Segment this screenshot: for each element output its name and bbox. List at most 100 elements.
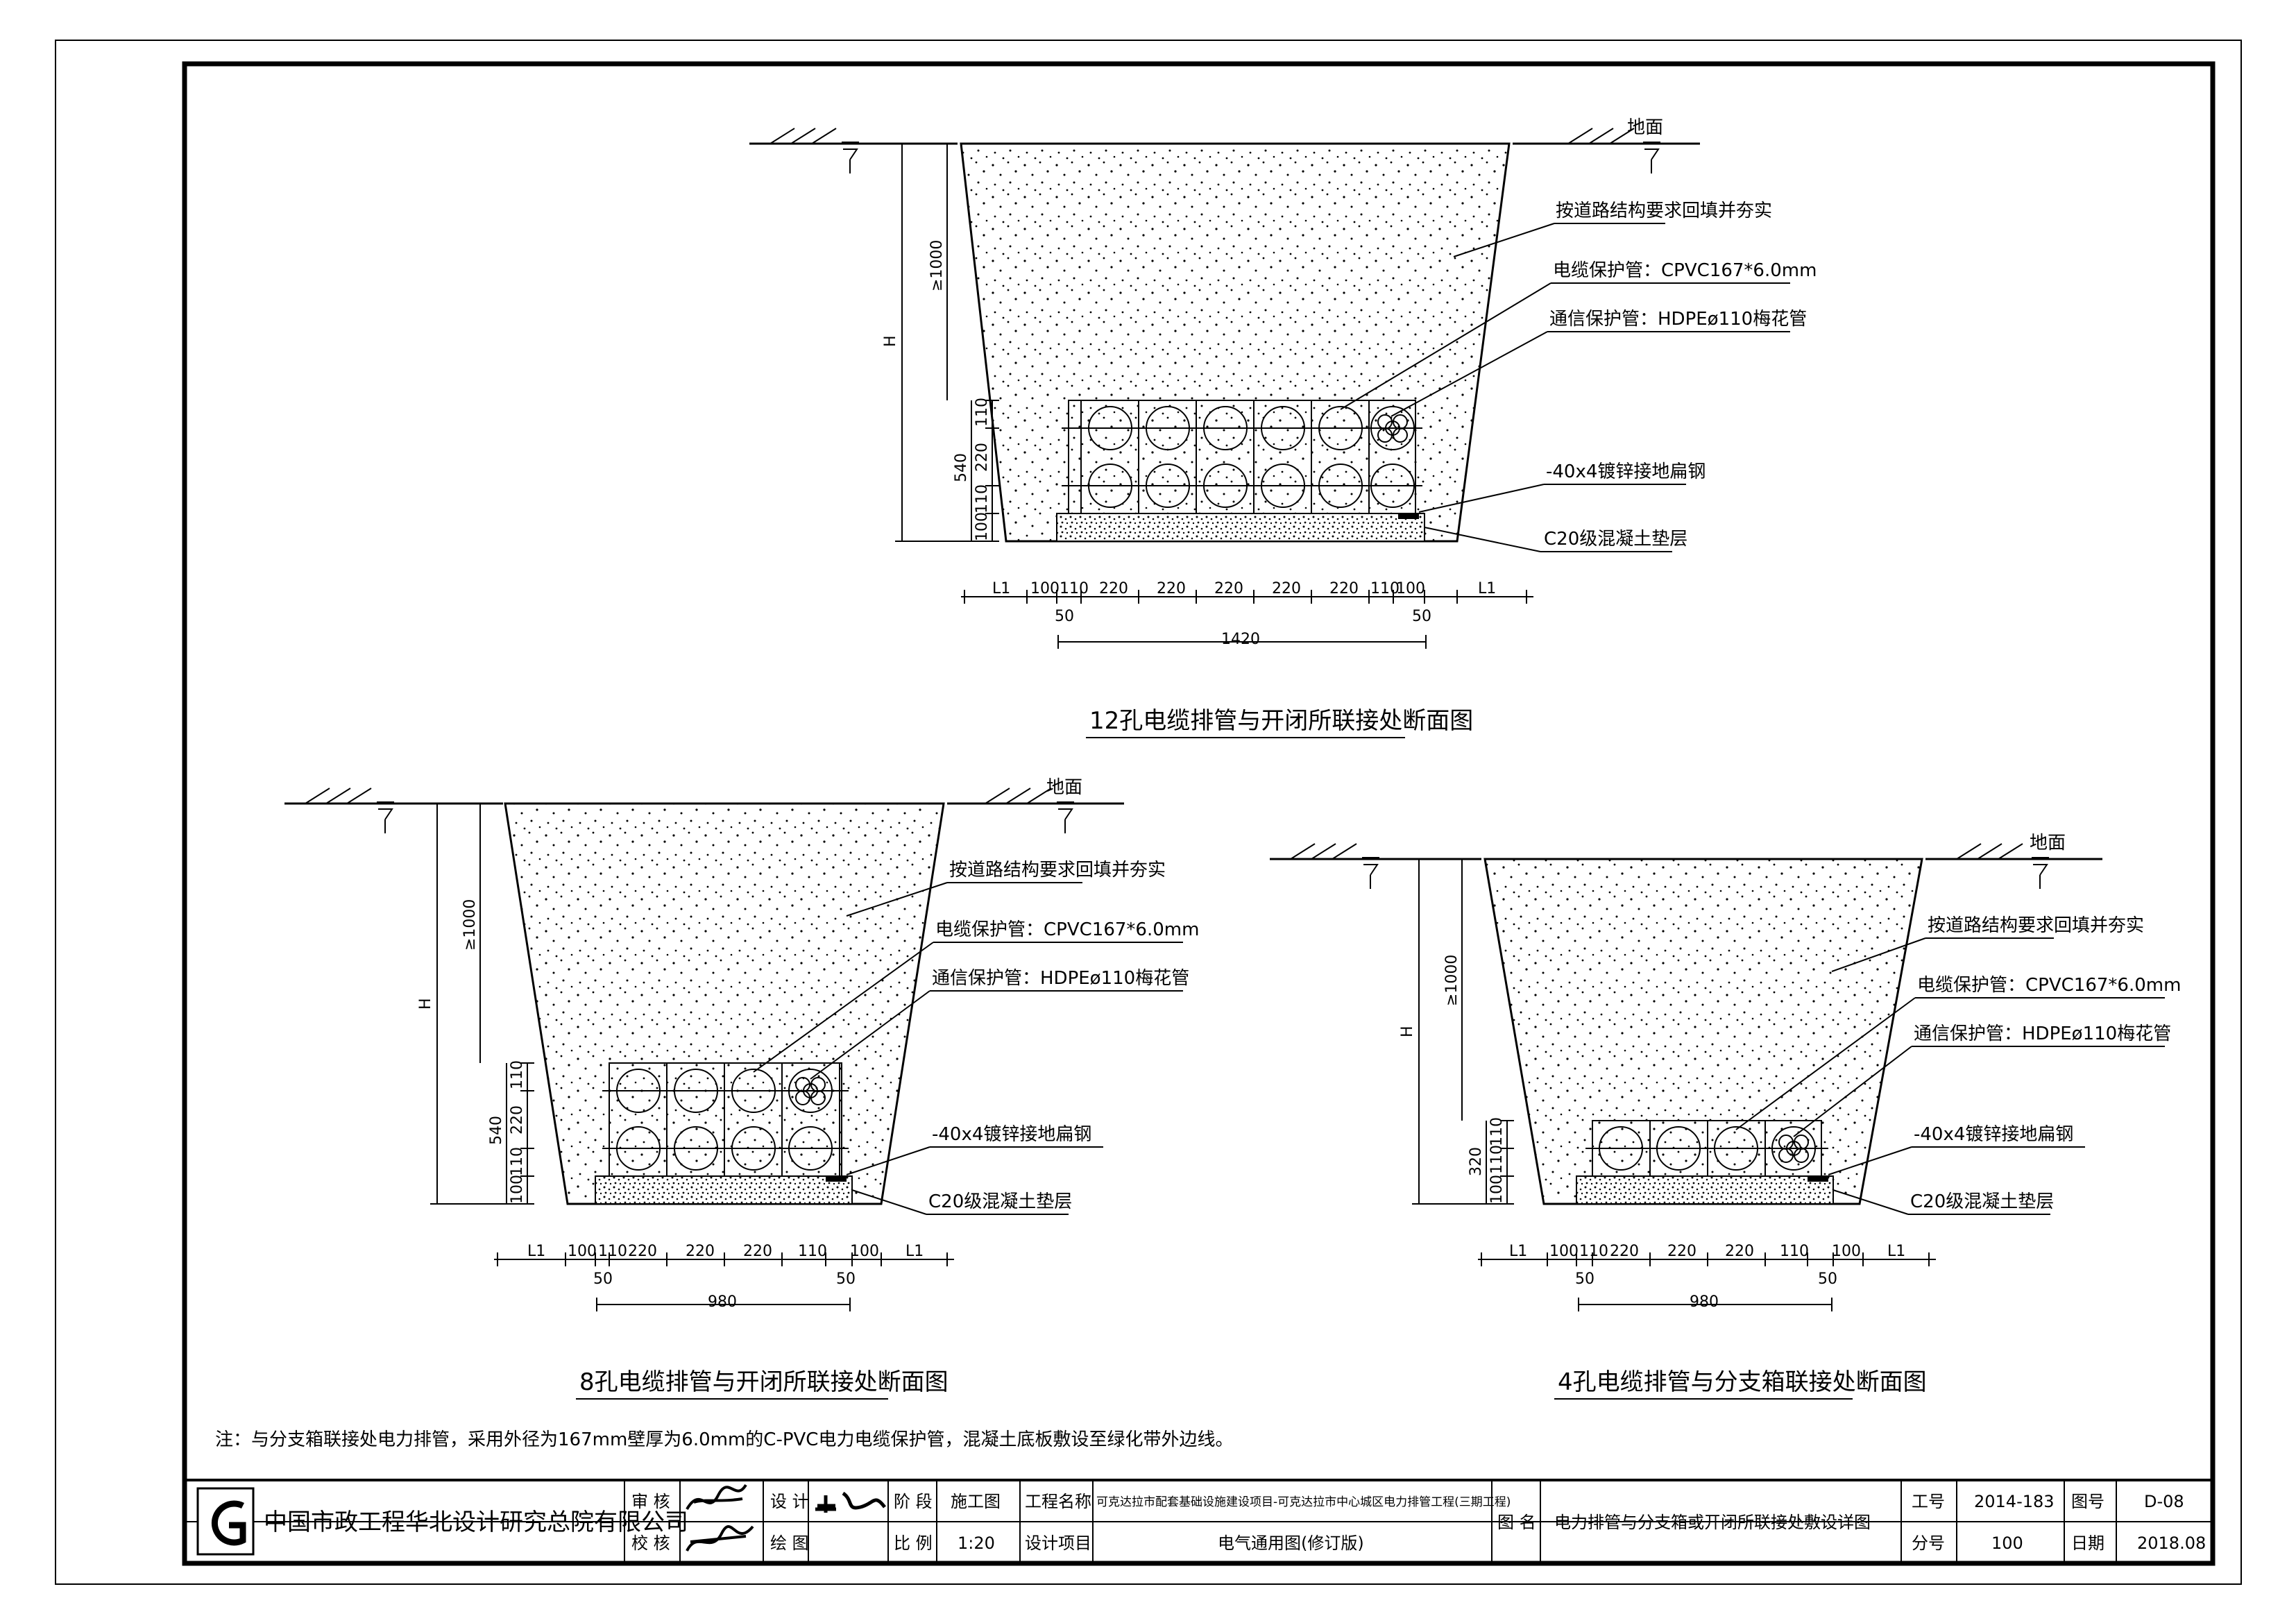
cushion-label: C20级混凝土垫层 <box>1910 1191 2054 1212</box>
pipe-grid <box>1062 400 1422 513</box>
power-pipe-label: 电缆保护管：CPVC167*6.0mm <box>1917 975 2181 996</box>
dim-v-110b: 110 <box>1488 1145 1506 1174</box>
ground-label: 地面 <box>1627 117 1663 138</box>
power-pipe-label: 电缆保护管：CPVC167*6.0mm <box>935 919 1199 940</box>
concrete-cushion <box>595 1175 853 1205</box>
drawing-no-label: 图号 <box>2071 1492 2104 1511</box>
signature-review <box>686 1484 747 1511</box>
flat-steel <box>1398 513 1419 519</box>
comm-pipe-icon <box>1370 406 1415 450</box>
drawing-no-value: D-08 <box>2144 1492 2184 1511</box>
hdim-50-right: 50 <box>1412 608 1431 625</box>
ground-hatch-icon <box>305 788 1074 833</box>
concrete-cushion <box>1576 1175 1834 1205</box>
dim-v-100: 100 <box>509 1175 526 1204</box>
dim-v-100: 100 <box>973 512 991 541</box>
hdim-total: 1420 <box>1221 631 1260 648</box>
hdim-50-right: 50 <box>1818 1271 1837 1288</box>
draw-label: 绘 图 <box>770 1533 809 1553</box>
hdim-220: 220 <box>1725 1243 1754 1260</box>
signature-design <box>815 1491 886 1513</box>
project-name-label: 工程名称 <box>1025 1492 1091 1511</box>
hdim-L1-right: L1 <box>905 1243 924 1260</box>
trench-backfill <box>504 802 945 1205</box>
flat-steel-label: -40x4镀锌接地扁钢 <box>932 1124 1091 1145</box>
cushion-label: C20级混凝土垫层 <box>928 1191 1072 1212</box>
job-no-value: 2014-183 <box>1974 1492 2055 1511</box>
hdim-total: 980 <box>708 1293 737 1311</box>
pipe-grid <box>602 1063 849 1176</box>
hdim-50-left: 50 <box>593 1271 613 1288</box>
h-dim-ticks <box>1481 1252 1930 1311</box>
title-block <box>185 1479 2213 1563</box>
h-dim-ticks <box>964 590 1527 649</box>
dim-1000: ≥1000 <box>928 240 946 291</box>
company-name: 中国市政工程华北设计研究总院有限公司 <box>264 1509 688 1536</box>
hdim-110: 110 <box>598 1243 627 1260</box>
flat-steel-label: -40x4镀锌接地扁钢 <box>1546 461 1706 482</box>
hdim-50-left: 50 <box>1575 1271 1595 1288</box>
hdim-L1-right: L1 <box>1887 1243 1905 1260</box>
section-4-hole: 地面 按道路结构要求回填并夯实 电缆保护管：CPVC167*6.0mm 通 <box>1270 833 2181 1400</box>
backfill-note: 按道路结构要求回填并夯实 <box>949 860 1166 881</box>
dim-v-110a: 110 <box>973 398 991 427</box>
section-12-hole: 地面 <box>749 117 1817 738</box>
company-logo-icon <box>196 1487 255 1556</box>
comm-pipe-label: 通信保护管：HDPEø110梅花管 <box>1914 1023 2171 1044</box>
project-name-value: 可克达拉市配套基础设施建设项目-可克达拉市中心城区电力排管工程(三期工程) <box>1096 1495 1511 1509</box>
hdim-L1-left: L1 <box>1509 1243 1527 1260</box>
stage-label: 阶 段 <box>894 1492 933 1511</box>
dim-v-220: 220 <box>509 1105 526 1135</box>
flat-steel-label: -40x4镀锌接地扁钢 <box>1914 1124 2073 1145</box>
hdim-50-left: 50 <box>1055 608 1074 625</box>
drawing-name-label: 图 名 <box>1497 1513 1536 1532</box>
section-8-hole: 地面 按道路结构要求回填并夯实 电缆保护管：CPVC1 <box>284 777 1199 1400</box>
hdim-220: 220 <box>743 1243 772 1260</box>
section-title: 12孔电缆排管与开闭所联接处断面图 <box>1089 707 1473 735</box>
hdim-100: 100 <box>568 1243 597 1260</box>
hdim-100: 100 <box>850 1243 879 1260</box>
drawing-name-value: 电力排管与分支箱或开闭所联接处敷设详图 <box>1554 1513 1871 1532</box>
hdim-110: 110 <box>1579 1243 1608 1260</box>
hdim-100: 100 <box>1549 1243 1579 1260</box>
dim-540: 540 <box>488 1116 505 1145</box>
hdim-110: 110 <box>1060 580 1089 597</box>
hdim-L1-left: L1 <box>527 1243 545 1260</box>
dim-v-110b: 110 <box>509 1147 526 1176</box>
hdim-220: 220 <box>686 1243 715 1260</box>
hdim-220: 220 <box>1157 580 1186 597</box>
comm-pipe-icon <box>788 1069 833 1113</box>
design-label: 设 计 <box>770 1492 809 1511</box>
power-pipe <box>1088 406 1415 508</box>
concrete-cushion <box>1056 513 1425 542</box>
power-pipe <box>616 1069 833 1171</box>
hdim-110: 110 <box>1370 580 1400 597</box>
hdim-100: 100 <box>1030 580 1060 597</box>
dim-320: 320 <box>1468 1147 1485 1176</box>
dim-H: H <box>1399 1026 1416 1037</box>
check-label: 校 核 <box>631 1533 670 1553</box>
sub-no-value: 100 <box>1991 1533 2023 1553</box>
hdim-220: 220 <box>1329 580 1359 597</box>
dim-v-110a: 110 <box>509 1060 526 1089</box>
comm-pipe-icon <box>1771 1126 1816 1171</box>
hdim-110: 110 <box>1780 1243 1809 1260</box>
review-label: 审 核 <box>631 1492 670 1511</box>
h-dim-ticks <box>497 1252 948 1311</box>
dim-v-110b: 110 <box>973 484 991 513</box>
flat-steel <box>826 1176 847 1182</box>
hdim-220: 220 <box>1214 580 1243 597</box>
power-pipe <box>1599 1126 1758 1171</box>
signature-check <box>686 1525 754 1552</box>
hdim-220: 220 <box>1610 1243 1639 1260</box>
backfill-note: 按道路结构要求回填并夯实 <box>1928 915 2144 936</box>
dim-540: 540 <box>953 453 970 482</box>
hdim-100: 100 <box>1396 580 1425 597</box>
dim-v-100: 100 <box>1488 1175 1506 1204</box>
hdim-100: 100 <box>1832 1243 1861 1260</box>
hdim-110: 110 <box>798 1243 827 1260</box>
dim-1000: ≥1000 <box>1443 955 1461 1006</box>
ground-label: 地面 <box>1046 777 1082 798</box>
dim-1000: ≥1000 <box>461 899 479 951</box>
